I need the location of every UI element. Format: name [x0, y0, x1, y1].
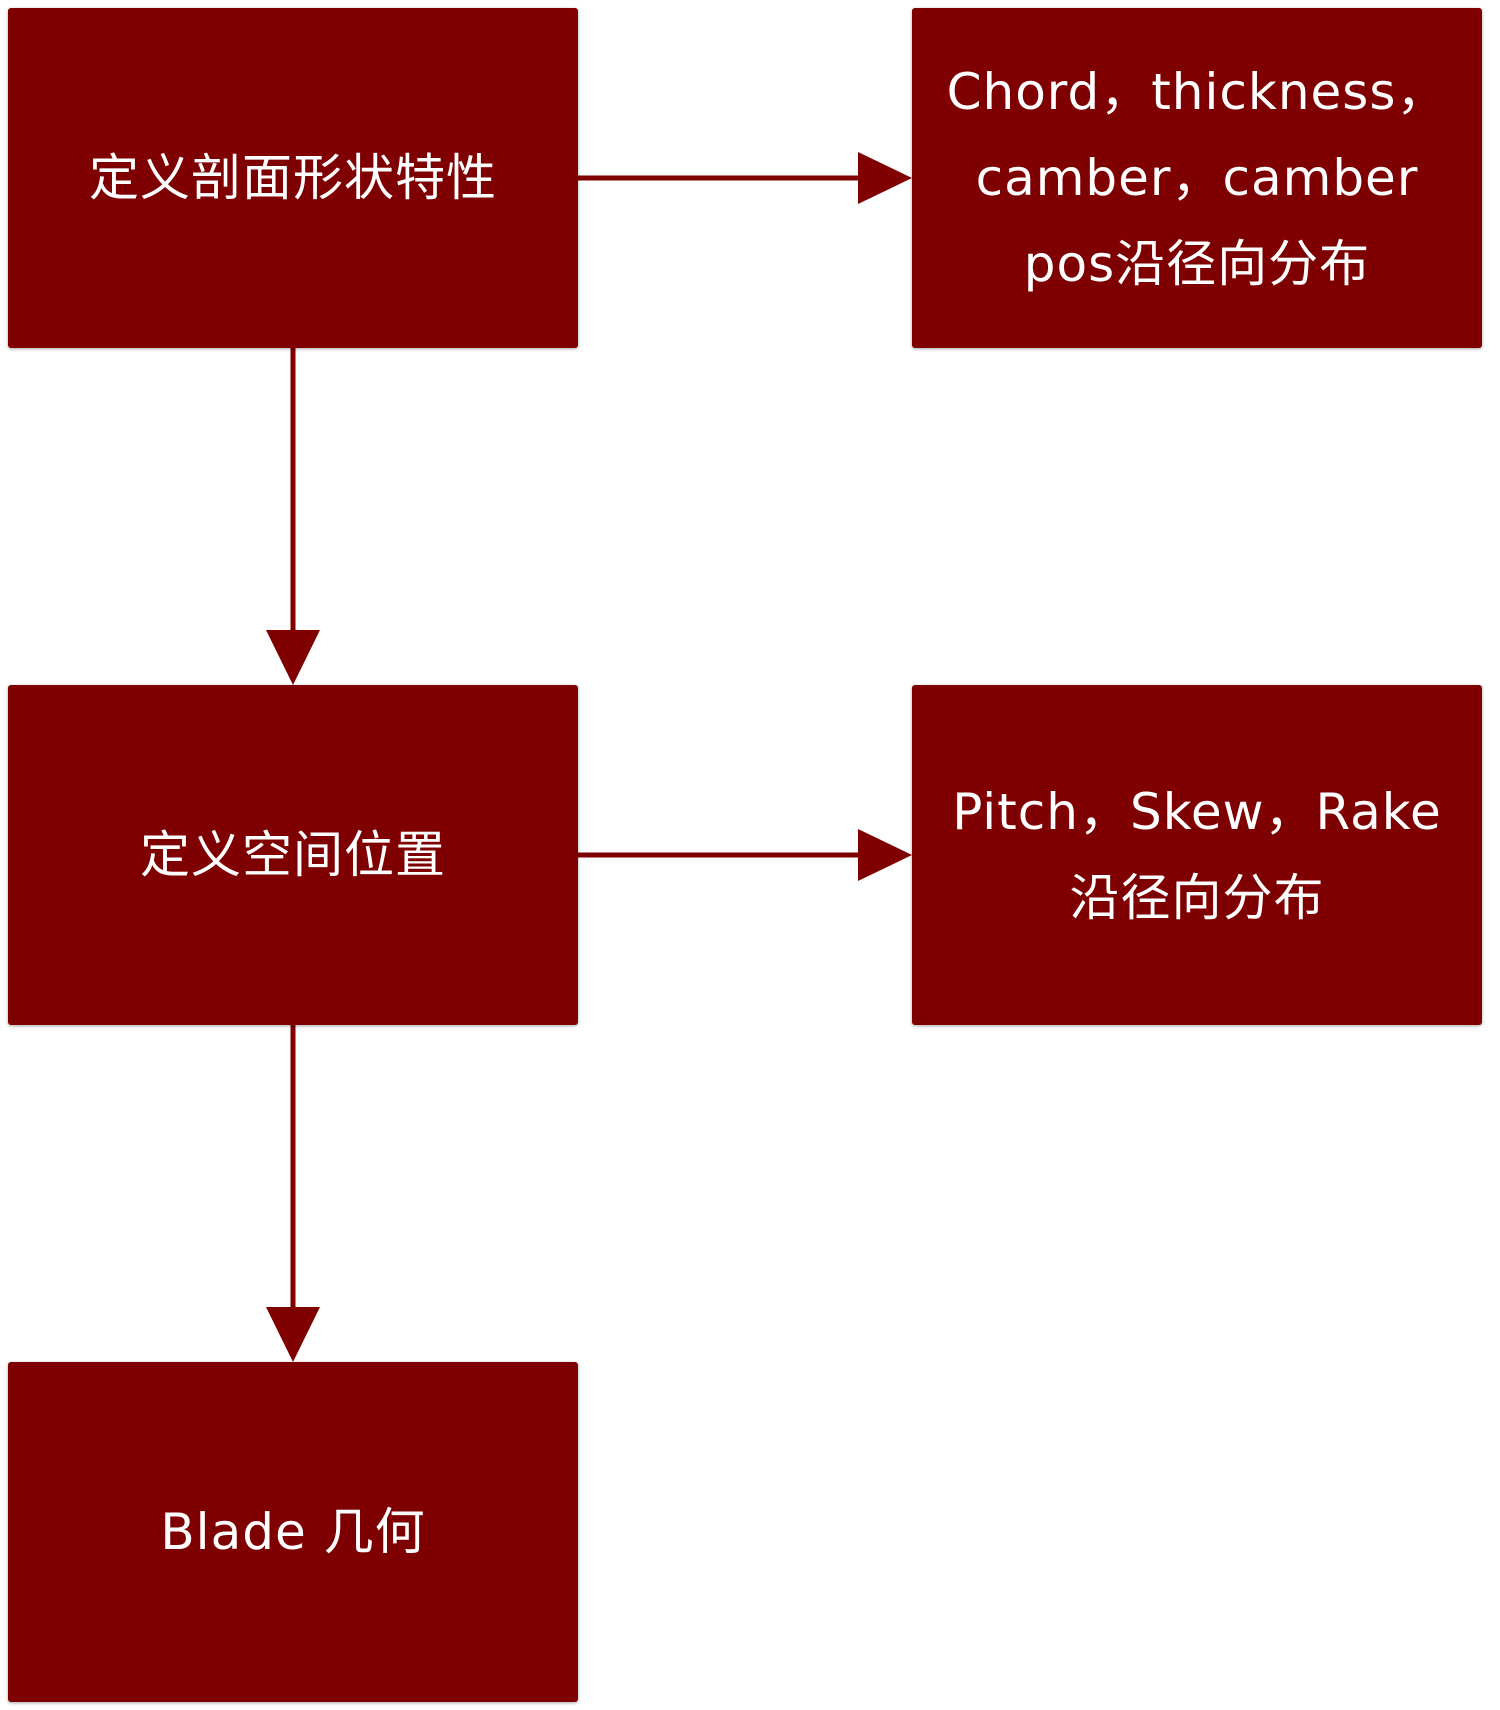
node-chord-line-2: camber，camber [975, 149, 1419, 207]
arrow-profile-to-chord [578, 152, 912, 204]
node-pitch-skew-rake: Pitch，Skew，Rake 沿径向分布 [912, 685, 1482, 1025]
node-chord-thickness-camber-text: Chord，thickness， camber，camber pos沿径向分布 [947, 49, 1448, 307]
arrow-space-to-blade [266, 1025, 320, 1362]
node-chord-thickness-camber: Chord，thickness， camber，camber pos沿径向分布 [912, 8, 1482, 348]
arrow-space-to-pitch [578, 829, 912, 881]
arrow-profile-to-space [266, 348, 320, 685]
node-define-profile-shape: 定义剖面形状特性 [8, 8, 578, 348]
node-pitch-line-1: Pitch，Skew，Rake [952, 783, 1442, 841]
node-chord-line-1: Chord，thickness， [946, 63, 1448, 121]
node-pitch-line-2: 沿径向分布 [1069, 869, 1325, 927]
node-blade-geometry: Blade 几何 [8, 1362, 578, 1702]
node-blade-geometry-label: Blade 几何 [160, 1503, 426, 1561]
node-define-spatial-position-label: 定义空间位置 [140, 826, 446, 884]
node-chord-line-3: pos沿径向分布 [1023, 235, 1371, 293]
node-pitch-skew-rake-text: Pitch，Skew，Rake 沿径向分布 [952, 769, 1442, 941]
node-define-spatial-position: 定义空间位置 [8, 685, 578, 1025]
node-define-profile-shape-label: 定义剖面形状特性 [89, 149, 497, 207]
